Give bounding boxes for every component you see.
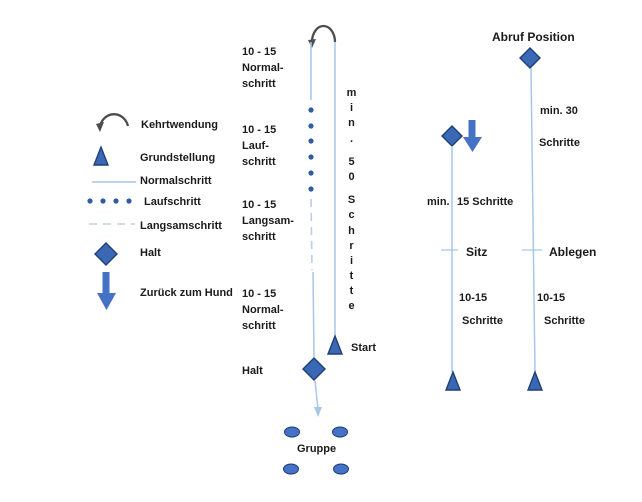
legend-label-grundstellung: Grundstellung bbox=[140, 152, 216, 164]
group-person-icon bbox=[333, 463, 349, 475]
group-person-icon bbox=[284, 426, 300, 438]
segment-line: 10 - 15 bbox=[242, 199, 277, 211]
halt-diamond bbox=[302, 357, 326, 381]
track-return-langsamschritt-dash bbox=[310, 198, 313, 271]
legend-label-zurueck-zum-hund: Zurück zum Hund bbox=[140, 287, 233, 299]
diamond-icon bbox=[94, 242, 118, 266]
abruf-line bbox=[530, 67, 536, 373]
segment-line: 10 - 15 bbox=[242, 46, 277, 58]
segment-line: Lauf- bbox=[242, 140, 269, 152]
group-persons bbox=[283, 426, 349, 475]
triangle-icon bbox=[92, 145, 110, 166]
segment-line: schritt bbox=[242, 320, 276, 332]
sitz-min-prefix-label: min. bbox=[427, 196, 450, 208]
halt-label: Halt bbox=[242, 365, 263, 377]
ablegen-label: Ablegen bbox=[549, 245, 597, 259]
abruf-min-label: min. 30 bbox=[540, 105, 578, 117]
sitz-min-label: 15 Schritte bbox=[457, 196, 514, 208]
track-return-normal-bottom bbox=[312, 271, 315, 358]
kehrtwendung-turn-arrowhead bbox=[308, 39, 316, 48]
segment-label-laufschritt: 10 - 15 Lauf- schritt bbox=[242, 122, 276, 170]
segment-label-normalschritt-1: 10 - 15 Normal- schritt bbox=[242, 44, 284, 92]
start-triangle bbox=[326, 334, 344, 355]
segment-line: schritt bbox=[242, 231, 276, 243]
to-group-line bbox=[314, 380, 319, 410]
group-person-icon bbox=[283, 463, 299, 475]
turn-arc-icon bbox=[98, 113, 130, 127]
sitz-down-arrow-icon bbox=[463, 120, 482, 152]
sitz-steps-unit-label: Schritte bbox=[462, 315, 503, 327]
legend-label-halt: Halt bbox=[140, 247, 161, 259]
to-group-arrowhead bbox=[314, 407, 322, 417]
segment-line: 10 - 15 bbox=[242, 124, 277, 136]
segment-line: schritt bbox=[242, 156, 276, 168]
segment-line: Langsam- bbox=[242, 215, 294, 227]
abruf-min-unit-label: Schritte bbox=[539, 137, 580, 149]
dotted-line-icon bbox=[87, 198, 132, 204]
segment-line: Normal- bbox=[242, 304, 284, 316]
segment-label-normalschritt-2: 10 - 15 Normal- schritt bbox=[242, 286, 284, 334]
legend-label-langsamschritt: Langsamschritt bbox=[140, 220, 222, 232]
segment-label-langsamschritt: 10 - 15 Langsam- schritt bbox=[242, 197, 294, 245]
abruf-position-title: Abruf Position bbox=[492, 30, 575, 44]
group-person-icon bbox=[332, 426, 348, 438]
turn-arc-arrowhead-icon bbox=[96, 122, 104, 132]
legend-label-laufschritt: Laufschritt bbox=[144, 196, 201, 208]
segment-line: 10 - 15 bbox=[242, 288, 277, 300]
group-label: Gruppe bbox=[297, 443, 337, 455]
sitz-end-triangle bbox=[444, 370, 462, 391]
segment-line: Normal- bbox=[242, 62, 284, 74]
abruf-position-diamond bbox=[519, 47, 541, 69]
legend-label-normalschritt: Normalschritt bbox=[140, 175, 212, 187]
track-return-laufschritt-dots bbox=[308, 107, 314, 192]
legend-label-kehrtwendung: Kehrtwendung bbox=[141, 119, 218, 131]
start-label: Start bbox=[351, 342, 377, 354]
segment-line: schritt bbox=[242, 78, 276, 90]
ablegen-steps-label: 10-15 bbox=[537, 292, 566, 304]
sitz-steps-label: 10-15 bbox=[459, 292, 488, 304]
sitz-diamond bbox=[441, 125, 463, 147]
kehrtwendung-turn-arc bbox=[310, 24, 337, 43]
abruf-end-triangle bbox=[526, 370, 544, 391]
down-arrow-icon bbox=[97, 272, 116, 310]
ablegen-steps-unit-label: Schritte bbox=[544, 315, 585, 327]
sitz-label: Sitz bbox=[466, 245, 488, 259]
